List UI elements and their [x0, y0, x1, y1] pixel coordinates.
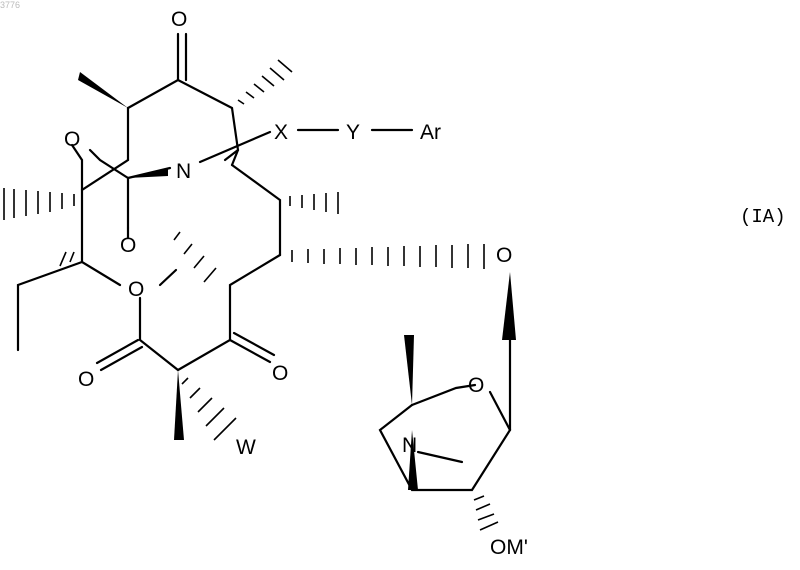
atom-o-glycoside: O: [496, 244, 512, 267]
ring-o-stub: [160, 270, 176, 285]
methyl-wedge-top-left: [78, 72, 128, 108]
atom-o-carbamate-carbonyl: O: [120, 234, 136, 257]
macrolide-ring: [18, 34, 280, 370]
atom-y: Y: [346, 121, 360, 144]
carbamate-o-bond: [72, 145, 82, 190]
sugar-methyl-wedge: [404, 335, 414, 405]
atom-om-prime: OM': [490, 536, 528, 559]
corner-number: 3776: [0, 0, 20, 10]
atom-n-sugar: N: [402, 434, 417, 457]
n-wedge: [128, 168, 168, 178]
glycoside-wedge: [502, 272, 516, 340]
atom-o-carbamate-ring: O: [64, 128, 80, 151]
atom-x: X: [274, 121, 288, 144]
ring-top: [128, 80, 238, 150]
atom-w: W: [236, 436, 256, 459]
ketone-right-2: [234, 333, 274, 355]
ring-right: [232, 165, 280, 255]
atom-o-ketone-right: O: [272, 362, 288, 385]
sugar-ring-top: [412, 385, 475, 405]
carbamate-c-bond: [90, 150, 128, 228]
atom-o-sugar-ring: O: [468, 374, 484, 397]
atom-ar: Ar: [420, 121, 441, 144]
ring-bottom: [140, 255, 280, 370]
ethyl-chain: [18, 262, 82, 350]
ketone-right-1: [230, 340, 270, 362]
atom-n-carbamate: N: [176, 160, 191, 183]
formula-label: (IA): [740, 206, 786, 228]
ring-left: [82, 160, 128, 285]
n-methyl-bond: [418, 452, 462, 462]
atom-o-top: O: [171, 8, 187, 31]
atom-o-lactone-ring: O: [128, 278, 144, 301]
methyl-wedge-bottom: [174, 370, 184, 440]
atom-o-lactone-carbonyl: O: [78, 368, 94, 391]
sugar-ring: [380, 340, 510, 490]
sugar-ring-body: [380, 392, 510, 490]
